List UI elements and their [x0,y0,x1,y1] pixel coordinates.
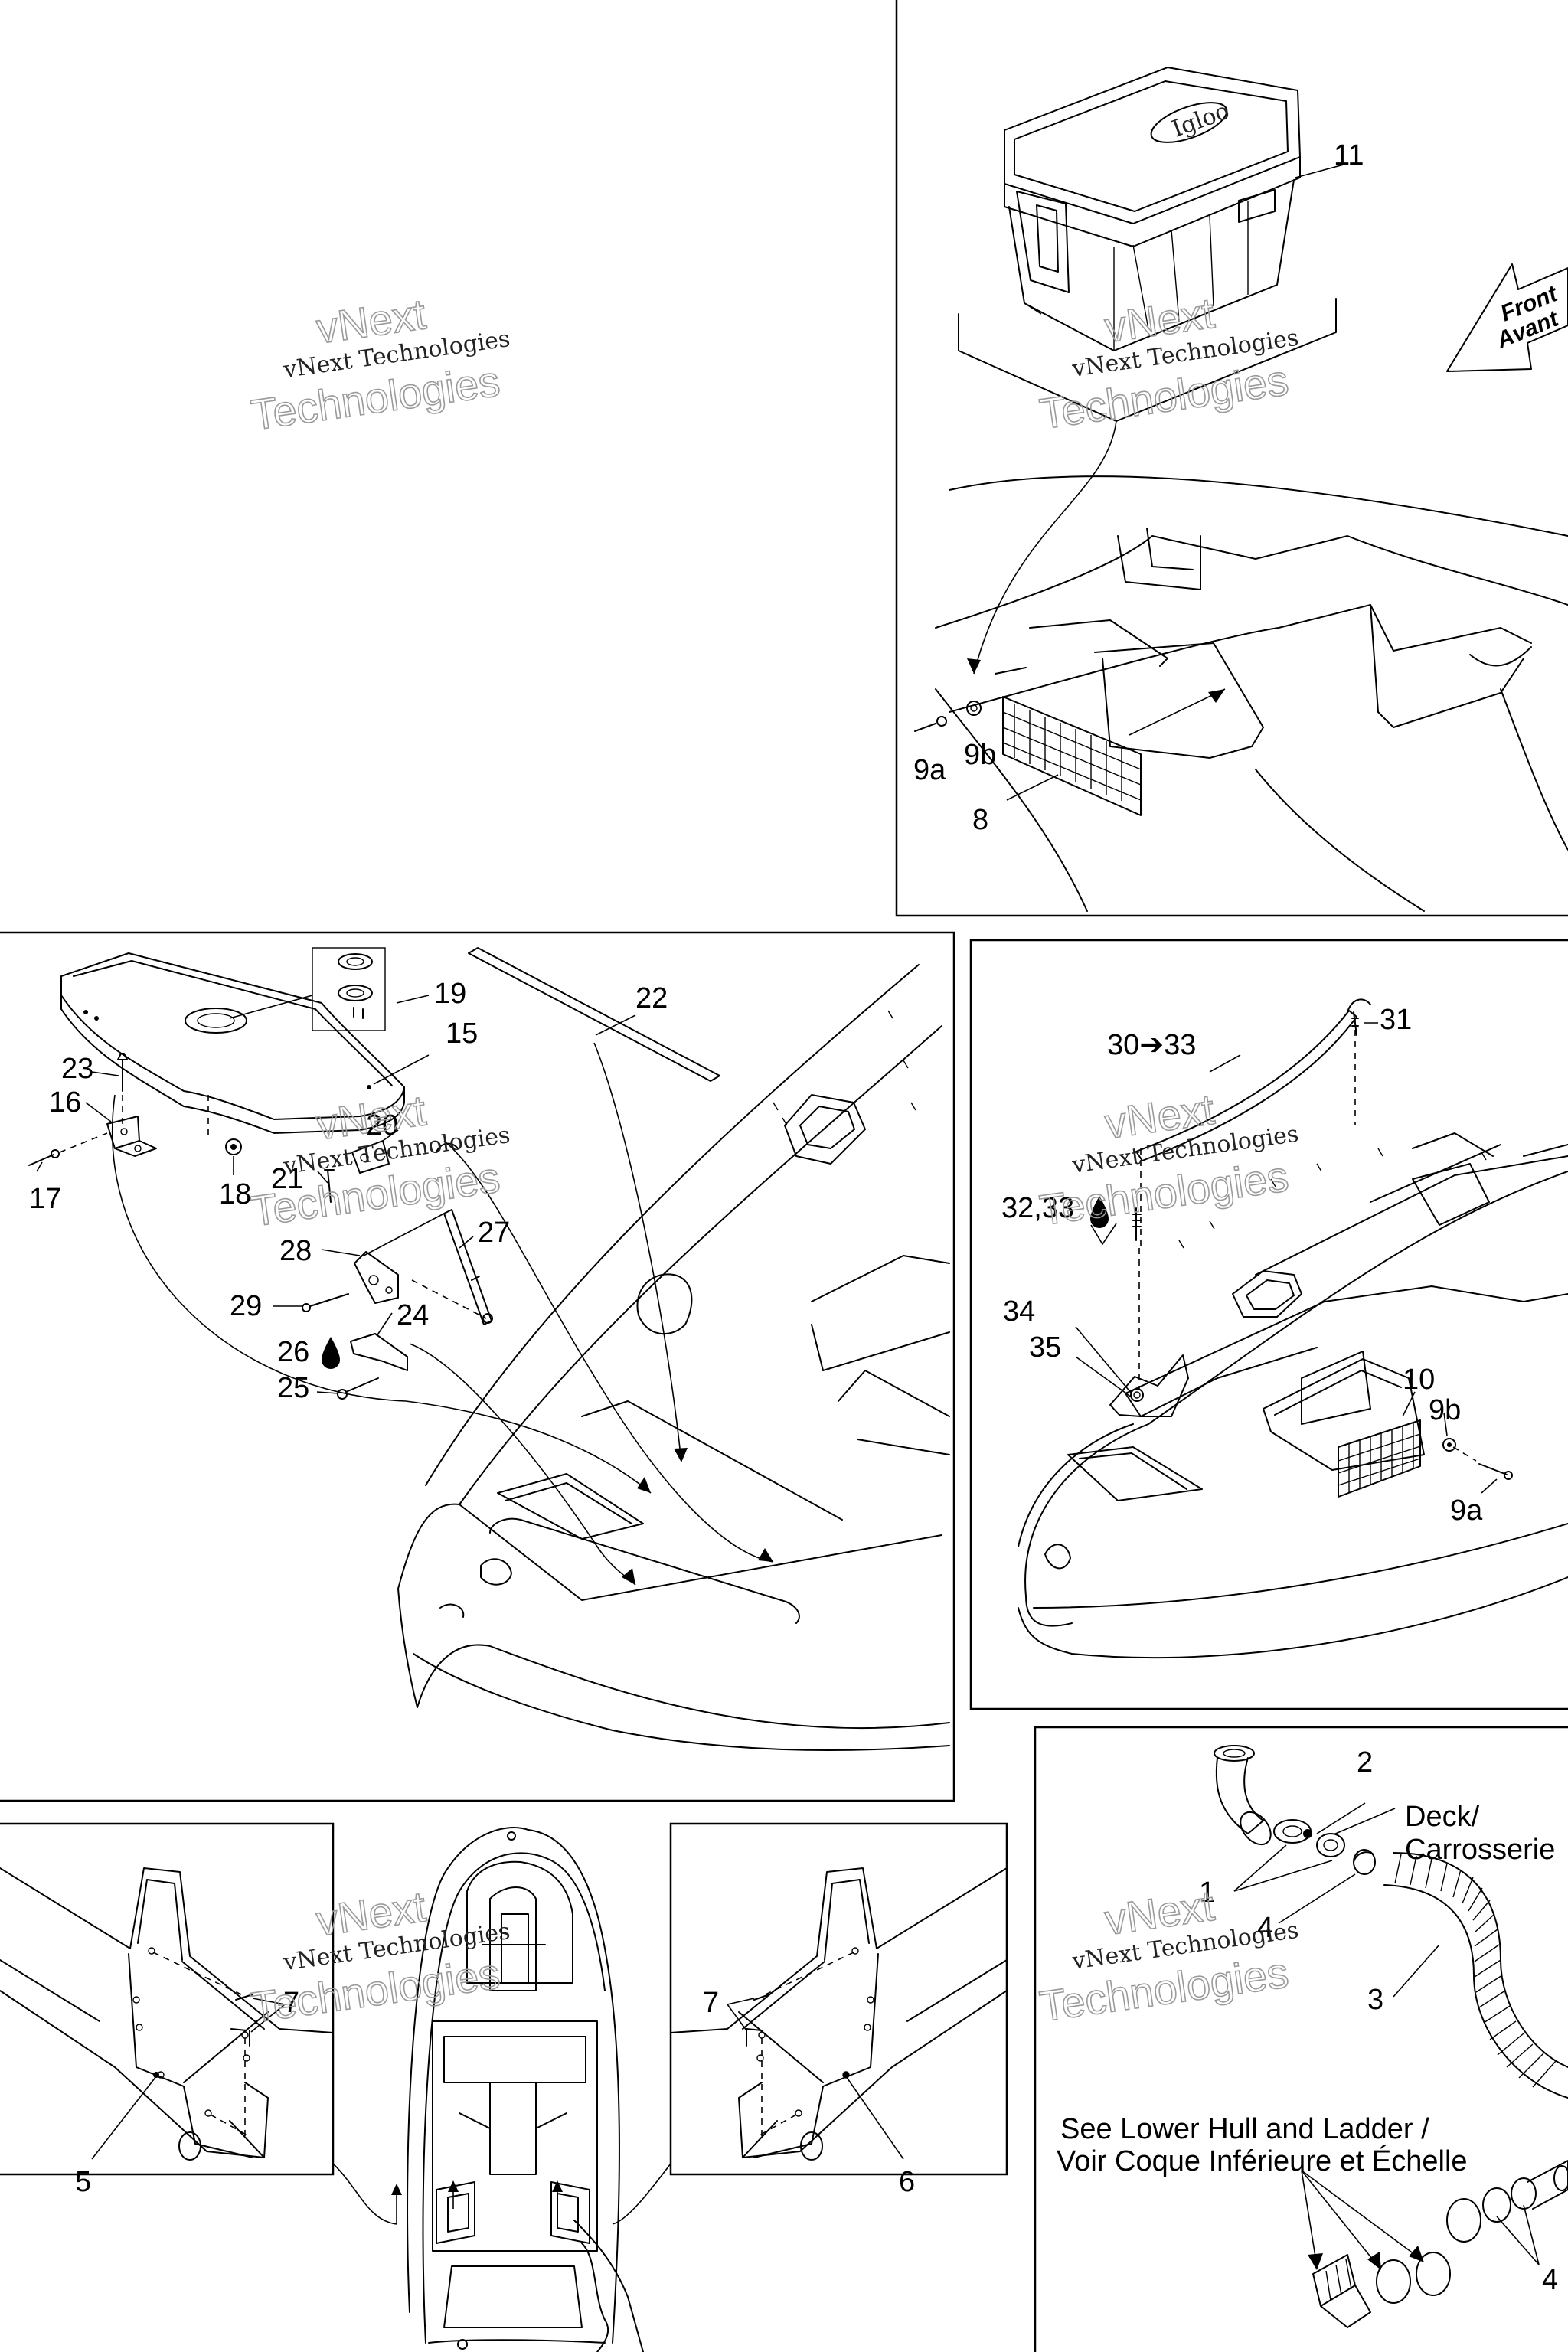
hatch-hardware [28,1053,493,1400]
callout-10: 10 [1403,1364,1435,1396]
deck-note-line2: Carrosserie [1405,1834,1555,1866]
callout-8: 8 [972,804,988,836]
callout-9a-mid: 9a [1450,1494,1483,1527]
callout-35: 35 [1029,1331,1061,1364]
callout-4-upper: 4 [1257,1912,1273,1944]
middle-left-leaders [36,995,474,1394]
bottom-right-panel-leaders [727,1998,904,2160]
top-callouts: 11 9a 9b 8 [913,139,1364,836]
glove-box-hardware [1442,1438,1513,1480]
glove-box-deck [1018,998,1568,1659]
callout-31: 31 [1380,1004,1412,1036]
callout-9b-mid: 9b [1429,1394,1461,1426]
callout-3: 3 [1367,1984,1383,2016]
storage-net [1002,696,1142,816]
middle-right-leaders [1075,1022,1498,1494]
front-direction-arrow-icon: Front Avant [1446,263,1568,372]
top-leaders [1006,164,1344,801]
front-storage-bay [935,475,1568,912]
callout-11: 11 [1334,139,1364,172]
cooler-logo: Igloo [1168,98,1233,143]
callout-18: 18 [219,1178,251,1210]
drain-hose-callouts: 2 1 4 3 4 Deck/ Carrosserie See Lower Hu… [1057,1746,1558,2296]
watermark-4: vNext vNext Technologies Technologies [1036,1084,1300,1235]
callout-19: 19 [434,978,466,1010]
callout-17: 17 [29,1183,61,1215]
lower-hull-note-line1: See Lower Hull and Ladder / [1060,2113,1429,2145]
callout-2: 2 [1357,1746,1373,1779]
callout-25: 25 [277,1372,309,1404]
callout-20: 20 [366,1109,398,1142]
callout-32-33: 32,33 [1001,1192,1074,1224]
craft-top-view [332,1827,671,2352]
middle-routing-lines [111,1042,774,1586]
bottom-right-panel-callouts: 7 6 [703,1987,915,2198]
callout-30-33: 30➔33 [1107,1029,1196,1061]
top-hardware [914,701,982,732]
side-panel-left [0,1867,334,2161]
callout-15: 15 [446,1018,478,1050]
deck-note-line1: Deck/ [1405,1801,1480,1833]
callout-29: 29 [230,1290,262,1322]
sealant-drop-icon [322,1337,340,1369]
callout-23: 23 [61,1053,93,1085]
middle-left-callouts: 19 15 22 23 16 17 18 20 21 27 28 29 24 2… [29,978,668,1404]
callout-7-right: 7 [703,1987,719,2019]
bottom-left-callouts: 7 5 [75,1987,299,2198]
callout-9b-top: 9b [964,739,996,771]
seal-strip [468,947,720,1082]
deck-body-middle [397,964,950,1751]
callout-16: 16 [49,1086,81,1119]
watermark-5: vNext vNext Technologies Technologies [247,1881,511,2032]
callout-7-left: 7 [283,1987,299,2019]
callout-24: 24 [397,1299,429,1331]
watermark-1: vNext vNext Technologies Technologies [247,289,511,439]
bottom-left-leaders [91,1998,286,2160]
callout-21: 21 [271,1163,303,1195]
callout-28: 28 [279,1235,312,1267]
callout-5: 5 [75,2166,91,2198]
callout-34: 34 [1003,1295,1035,1328]
cooler-reference-bracket [958,298,1337,675]
callout-22: 22 [635,982,668,1014]
cup-holder-inset [229,947,386,1031]
glove-box-net [1338,1419,1421,1498]
drain-hose-assembly [1214,1745,1568,2328]
watermark-2: vNext vNext Technologies Technologies [1036,288,1300,439]
callout-6: 6 [899,2166,915,2198]
callout-1: 1 [1199,1877,1215,1909]
drain-hose-leaders [1233,1802,1540,2270]
callout-26: 26 [277,1336,309,1368]
glove-box-sealant-icon [1090,1196,1117,1246]
callout-27: 27 [478,1217,510,1249]
callout-9a-top: 9a [913,754,946,786]
side-panel-right [670,1867,1008,2161]
watermark-6: vNext vNext Technologies Technologies [1036,1880,1300,2031]
middle-right-callouts: 30➔33 31 32,33 34 35 10 9b 9a [1001,1004,1483,1527]
lower-hull-note-line2: Voir Coque Inférieure et Échelle [1057,2145,1468,2177]
callout-4-lower: 4 [1542,2264,1558,2296]
watermark-3: vNext vNext Technologies Technologies [247,1085,511,1236]
